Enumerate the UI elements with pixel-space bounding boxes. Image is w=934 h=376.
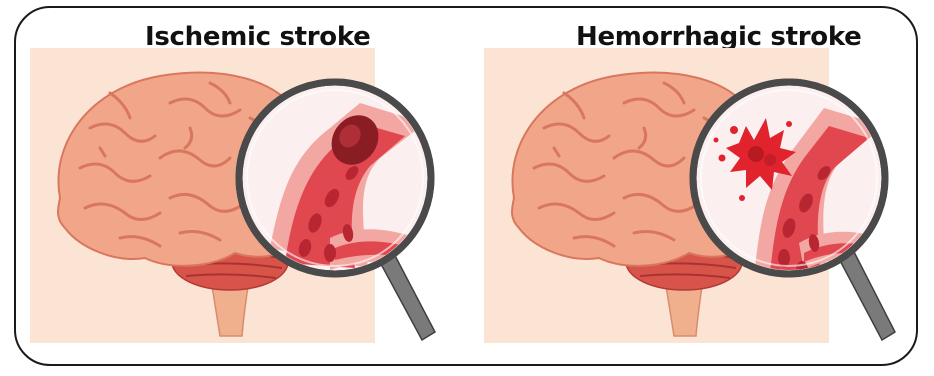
hemorrhagic-stroke-panel xyxy=(484,48,910,348)
ischemic-stroke-panel xyxy=(30,48,440,348)
